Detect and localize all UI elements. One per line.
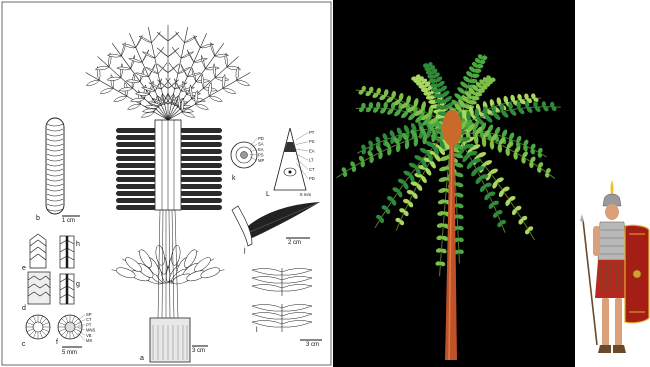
section-code: SA xyxy=(258,142,264,147)
dark-frond-right xyxy=(180,156,222,161)
dark-frond-left xyxy=(116,135,156,140)
label-j: j xyxy=(243,247,246,254)
dark-frond-left xyxy=(116,149,156,154)
dark-frond-left xyxy=(116,170,156,175)
tunic xyxy=(595,260,629,298)
detail-f xyxy=(58,315,82,339)
label-e: e xyxy=(22,265,26,272)
section-code: PD xyxy=(309,176,315,181)
color-reconstruction-panel xyxy=(333,0,575,367)
section-code: PD xyxy=(258,136,264,141)
dark-frond-right xyxy=(180,142,222,147)
section-code: PT xyxy=(309,130,315,135)
label-g: g xyxy=(76,281,80,288)
section-code: EA xyxy=(258,147,264,152)
section-code: CT xyxy=(309,167,315,172)
dark-frond-right xyxy=(180,163,222,168)
face xyxy=(605,204,619,220)
dark-frond-left xyxy=(116,177,156,182)
scale-j: 2 cm xyxy=(288,240,301,246)
dark-frond-left xyxy=(116,191,156,196)
dark-frond-left xyxy=(116,205,156,210)
central-stem xyxy=(155,120,181,210)
dark-frond-right xyxy=(180,205,222,210)
scale-figure-panel xyxy=(575,0,650,367)
label-d: d xyxy=(22,305,26,312)
scale-L: 5 mm xyxy=(300,192,312,197)
trunk-base xyxy=(150,318,190,362)
dark-frond-left xyxy=(116,163,156,168)
cone-drawing-b xyxy=(46,118,64,214)
dark-frond-right xyxy=(180,177,222,182)
dark-frond-left xyxy=(116,198,156,203)
dark-frond-left xyxy=(116,142,156,147)
dark-frond-left xyxy=(116,156,156,161)
dark-frond-right xyxy=(180,149,222,154)
botanical-drawing-panel: b 1 cm e d c h g xyxy=(0,0,333,367)
detail-e xyxy=(30,234,46,268)
section-code: PS xyxy=(309,139,315,144)
detail-d xyxy=(28,272,50,304)
dark-frond-left xyxy=(116,184,156,189)
dark-frond-right xyxy=(180,128,222,133)
botanical-drawing: b 1 cm e d c h g xyxy=(0,0,333,367)
dark-frond-right xyxy=(180,191,222,196)
label-L: L xyxy=(266,191,270,198)
dark-frond-left xyxy=(116,128,156,133)
crown-center xyxy=(442,110,462,146)
roman-legionary-figure xyxy=(575,0,650,367)
label-c: c xyxy=(22,341,26,348)
dark-frond-right xyxy=(180,198,222,203)
detail-h xyxy=(60,236,74,268)
label-k: k xyxy=(232,175,236,182)
scale-l: 3 cm xyxy=(306,342,319,348)
scale-b: 1 cm xyxy=(62,218,75,224)
section-code: MP xyxy=(258,158,264,163)
detail-g xyxy=(60,274,74,304)
scale-cf: 5 mm xyxy=(62,350,77,356)
label-h: h xyxy=(76,241,80,248)
dark-frond-right xyxy=(180,135,222,140)
label-b: b xyxy=(36,215,40,222)
label-f: f xyxy=(56,339,58,346)
dark-frond-right xyxy=(180,170,222,175)
dark-frond-right xyxy=(180,184,222,189)
section-code: MX xyxy=(86,338,92,343)
scale-a: 3 cm xyxy=(192,348,205,354)
section-code: LT xyxy=(309,158,314,163)
label-a: a xyxy=(140,355,144,362)
section-code: PS xyxy=(258,153,264,158)
tree-reconstruction xyxy=(333,0,575,367)
section-code: EA xyxy=(309,148,315,153)
detail-c xyxy=(26,315,50,339)
